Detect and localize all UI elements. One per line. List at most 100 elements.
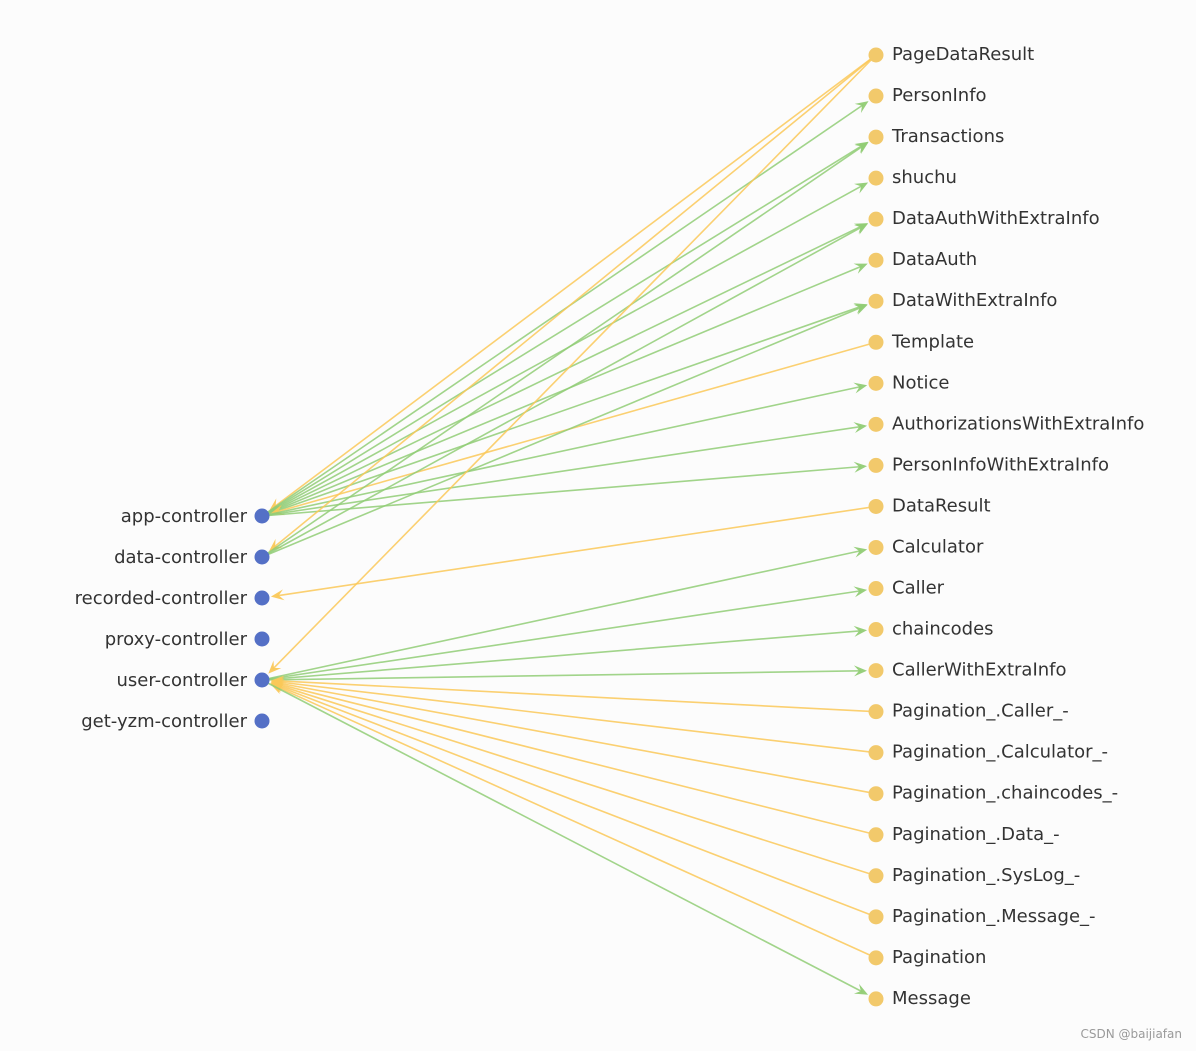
model-node-pagination-data[interactable]: Pagination_.Data_-: [868, 824, 1060, 845]
model-node-dot[interactable]: [868, 786, 884, 802]
model-node-dot[interactable]: [868, 663, 884, 679]
model-node-pagination-chaincodes[interactable]: Pagination_.chaincodes_-: [868, 783, 1119, 804]
edge-line: [261, 425, 862, 517]
model-node-dot[interactable]: [868, 868, 884, 884]
edge-line: [276, 505, 877, 597]
model-node-dot[interactable]: [868, 211, 884, 227]
model-node-dot[interactable]: [868, 170, 884, 186]
edge-user-callerwithextrainfo: [261, 665, 868, 681]
model-node-label: DataWithExtraInfo: [892, 290, 1057, 311]
model-node-label: Pagination_.Caller_-: [892, 701, 1069, 722]
model-node-pagination-caller[interactable]: Pagination_.Caller_-: [868, 701, 1069, 722]
controller-node-dot[interactable]: [254, 549, 270, 565]
edges-layer: [261, 54, 877, 995]
model-node-dot[interactable]: [868, 129, 884, 145]
controller-node-data[interactable]: data-controller: [114, 547, 270, 568]
model-node-dot[interactable]: [868, 991, 884, 1007]
model-node-pagination-message[interactable]: Pagination_.Message_-: [868, 906, 1096, 927]
controller-node-dot[interactable]: [254, 590, 270, 606]
model-node-dot[interactable]: [868, 539, 884, 555]
controller-node-dot[interactable]: [254, 672, 270, 688]
controller-node-app[interactable]: app-controller: [121, 506, 270, 527]
model-node-transactions[interactable]: Transactions: [868, 126, 1005, 147]
model-node-authorizationswithextrainfo[interactable]: AuthorizationsWithExtraInfo: [868, 413, 1145, 434]
edge-arrow: [853, 304, 868, 315]
model-node-pagination[interactable]: Pagination: [868, 947, 987, 968]
model-node-datawithextrainfo[interactable]: DataWithExtraInfo: [868, 290, 1058, 311]
model-node-shuchu[interactable]: shuchu: [868, 167, 957, 188]
model-node-personinfo[interactable]: PersonInfo: [868, 85, 987, 106]
edge-line: [273, 54, 877, 549]
model-node-pagedataresult[interactable]: PageDataResult: [868, 44, 1035, 65]
controller-node-dot[interactable]: [254, 508, 270, 524]
edge-arrow: [854, 101, 869, 113]
edge-app-transactions: [261, 141, 869, 517]
model-node-label: Transactions: [891, 126, 1004, 147]
edge-app-datawithextrainfo: [261, 303, 868, 517]
model-node-message[interactable]: Message: [868, 988, 971, 1009]
edge-arrow: [853, 422, 868, 434]
nodes-layer: app-controller data-controller recorded-co…: [75, 44, 1145, 1009]
model-node-pagination-calculator[interactable]: Pagination_.Calculator_-: [868, 742, 1109, 763]
controller-node-proxy[interactable]: proxy-controller: [105, 629, 270, 650]
model-node-label: CallerWithExtraInfo: [892, 660, 1067, 681]
controller-node-dot[interactable]: [254, 713, 270, 729]
model-node-dot[interactable]: [868, 88, 884, 104]
edge-arrow: [853, 263, 868, 274]
edge-user-pagination-message: [270, 682, 877, 918]
edge-user-pagination: [270, 683, 877, 959]
edge-arrow: [853, 983, 869, 995]
model-node-dataresult[interactable]: DataResult: [868, 495, 991, 516]
model-node-label: Pagination: [892, 947, 986, 968]
model-node-calculator[interactable]: Calculator: [868, 536, 985, 557]
controller-node-label: app-controller: [121, 506, 248, 527]
model-node-caller[interactable]: Caller: [868, 578, 945, 599]
model-node-dot[interactable]: [868, 457, 884, 473]
controller-node-getyzm[interactable]: get-yzm-controller: [81, 711, 270, 732]
edge-line: [261, 465, 862, 517]
model-node-notice[interactable]: Notice: [868, 372, 950, 393]
controller-node-recorded[interactable]: recorded-controller: [75, 588, 270, 609]
model-node-dot[interactable]: [868, 622, 884, 638]
model-node-label: PageDataResult: [892, 44, 1034, 65]
model-node-personinfowithextrainfo[interactable]: PersonInfoWithExtraInfo: [868, 454, 1110, 475]
model-node-callerwithextrainfo[interactable]: CallerWithExtraInfo: [868, 660, 1067, 681]
model-node-label: Template: [891, 331, 974, 352]
model-node-dot[interactable]: [868, 375, 884, 391]
model-node-dot[interactable]: [868, 334, 884, 350]
edge-line: [276, 341, 877, 513]
model-node-template[interactable]: Template: [868, 331, 975, 352]
model-node-chaincodes[interactable]: chaincodes: [868, 619, 994, 640]
model-node-dot[interactable]: [868, 416, 884, 432]
model-node-dot[interactable]: [868, 827, 884, 843]
edge-user-calculator: [261, 546, 868, 681]
model-node-dot[interactable]: [868, 745, 884, 761]
model-node-dot[interactable]: [868, 293, 884, 309]
edge-user-pagedataresult: [268, 54, 877, 674]
model-node-pagination-syslog[interactable]: Pagination_.SysLog_-: [868, 865, 1081, 886]
controller-node-user[interactable]: user-controller: [117, 670, 270, 691]
model-node-dot[interactable]: [868, 498, 884, 514]
edge-arrow: [853, 586, 868, 598]
model-node-label: Pagination_.Message_-: [892, 906, 1096, 927]
edge-line: [261, 589, 862, 681]
model-node-dot[interactable]: [868, 47, 884, 63]
controller-node-dot[interactable]: [254, 631, 270, 647]
edge-line: [273, 54, 877, 508]
edge-line: [261, 224, 863, 517]
model-node-dot[interactable]: [868, 909, 884, 925]
model-node-label: chaincodes: [892, 619, 994, 640]
edge-arrow: [268, 660, 282, 674]
edge-arrow: [853, 461, 868, 473]
model-node-label: DataResult: [892, 495, 991, 516]
model-node-label: shuchu: [892, 167, 957, 188]
model-node-dot[interactable]: [868, 581, 884, 597]
model-node-dataauth[interactable]: DataAuth: [868, 249, 978, 270]
edge-line: [261, 679, 864, 993]
model-node-dot[interactable]: [868, 704, 884, 720]
model-node-dataauthwithextrainfo[interactable]: DataAuthWithExtraInfo: [868, 208, 1100, 229]
model-node-dot[interactable]: [868, 950, 884, 966]
model-node-dot[interactable]: [868, 252, 884, 268]
model-node-label: Caller: [892, 578, 945, 599]
